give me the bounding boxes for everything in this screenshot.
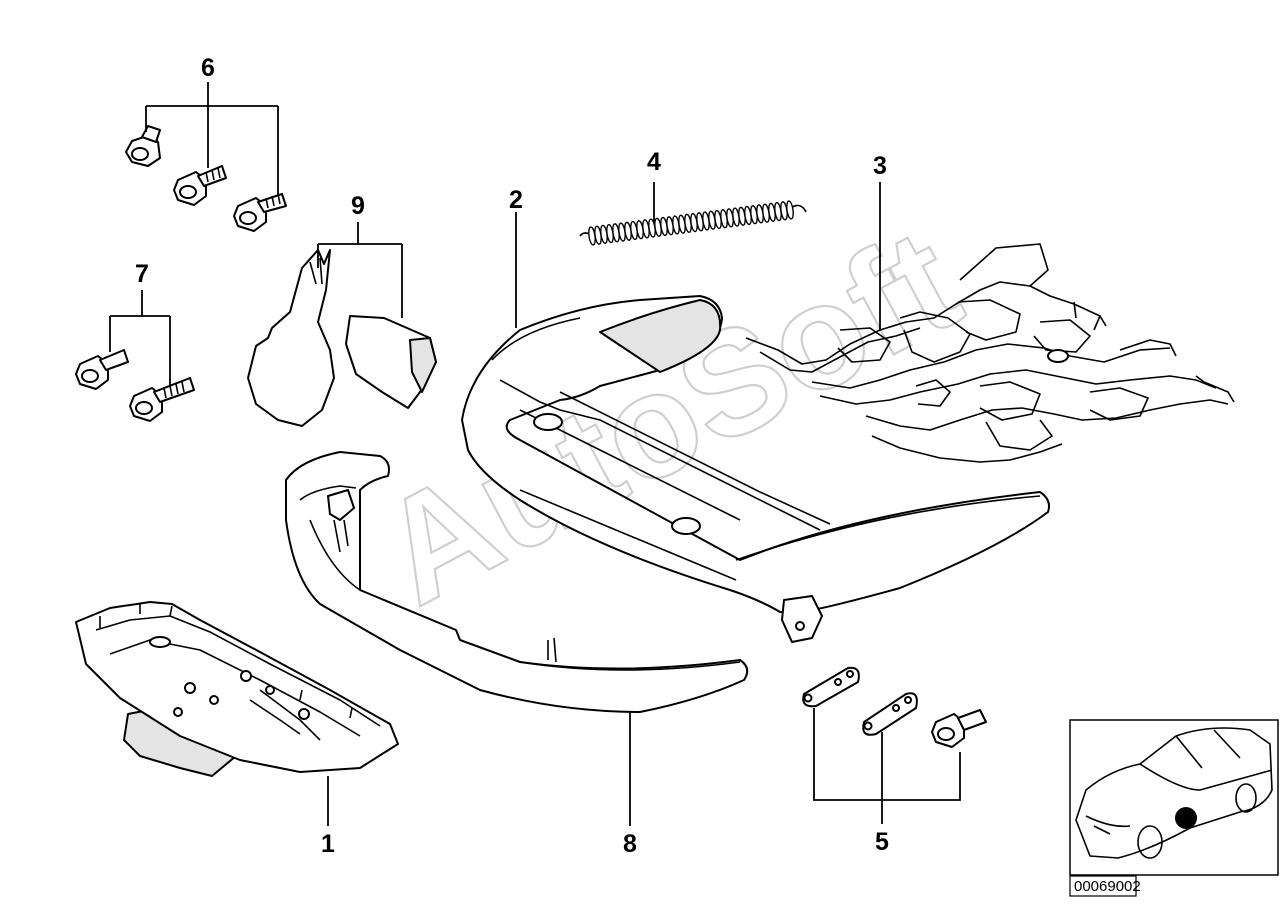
bolt-icon (129, 377, 195, 422)
wire-spring-mat (745, 243, 1235, 463)
callout-7: 7 (135, 260, 149, 288)
front-trim-bar (285, 451, 749, 713)
seat-location-marker (1175, 807, 1197, 829)
trim-cover-left (247, 249, 335, 427)
leader-9 (317, 222, 403, 318)
bolt-icon (931, 709, 987, 748)
callout-labels: 1 2 3 4 5 6 7 8 9 (135, 54, 889, 858)
trim-cover-right (345, 315, 437, 409)
image-id-label: 00069002 (1074, 878, 1141, 895)
spring-coil (786, 200, 794, 220)
bracket-left (802, 666, 860, 708)
bolt-icon (75, 349, 129, 390)
bolt-icon (173, 165, 227, 206)
callout-4: 4 (647, 148, 661, 176)
bolt-group-7 (75, 290, 195, 422)
callout-9: 9 (351, 192, 365, 220)
tension-spring (579, 200, 807, 246)
callout-6: 6 (201, 54, 215, 82)
seat-base-frame (75, 601, 399, 777)
bolt-icon (125, 125, 161, 167)
reference-car-inset: 00069002 (1069, 719, 1279, 897)
seat-pan (461, 295, 1050, 643)
callout-2: 2 (509, 186, 523, 214)
callout-5: 5 (875, 828, 889, 856)
callout-8: 8 (623, 830, 637, 858)
callout-3: 3 (873, 152, 887, 180)
bolt-icon (233, 193, 287, 232)
bolt-group-6 (125, 82, 287, 232)
callout-1: 1 (321, 830, 335, 858)
leader-5 (813, 708, 961, 824)
bracket-right (862, 692, 918, 736)
